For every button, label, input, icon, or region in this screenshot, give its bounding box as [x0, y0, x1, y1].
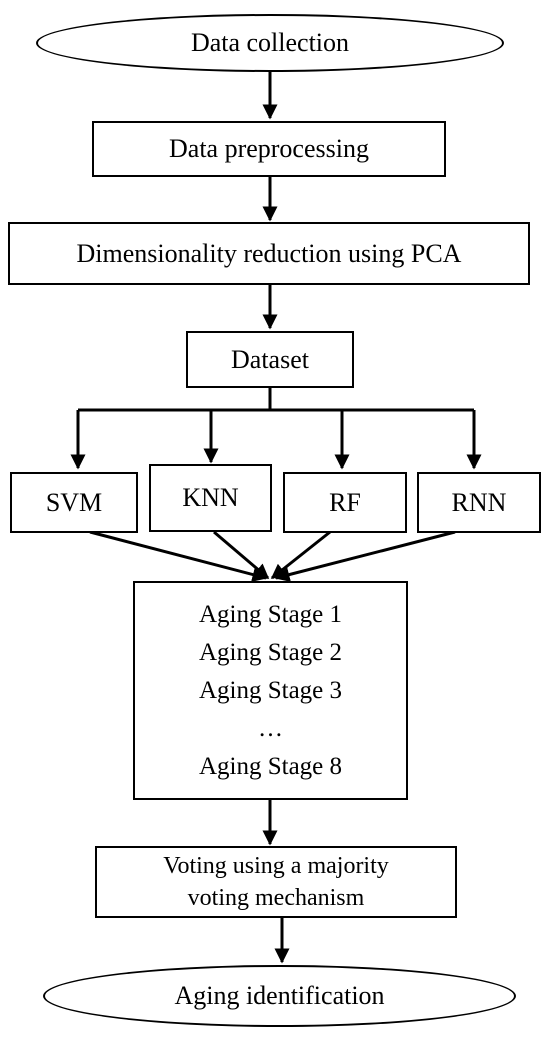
rf-node: RF	[283, 472, 407, 533]
voting-line-1: Voting using a majority	[163, 853, 389, 879]
aging-stage-ellipsis: …	[258, 714, 283, 742]
voting-node: Voting using a majority voting mechanism	[95, 846, 457, 918]
aging-stage-2: Aging Stage 2	[198, 638, 343, 666]
arrow-knn-to-stages	[213, 530, 270, 580]
arrow-svm-to-stages	[89, 530, 268, 582]
aging-stage-1: Aging Stage 1	[198, 600, 343, 628]
svm-node: SVM	[10, 472, 138, 533]
arrow-rnn-to-stages	[274, 530, 456, 582]
aging-stages-node: Aging Stage 1 Aging Stage 2 Aging Stage …	[133, 581, 408, 800]
aging-identification-node: Aging identification	[43, 965, 516, 1027]
rnn-node: RNN	[417, 472, 541, 533]
data-collection-node: Data collection	[36, 14, 504, 72]
dataset-node: Dataset	[186, 331, 354, 388]
pca-node: Dimensionality reduction using PCA	[8, 222, 530, 285]
aging-stage-8: Aging Stage 8	[198, 752, 343, 780]
voting-line-2: voting mechanism	[187, 885, 365, 911]
knn-node: KNN	[149, 464, 272, 532]
aging-stage-3: Aging Stage 3	[198, 676, 343, 704]
data-preprocessing-node: Data preprocessing	[92, 121, 446, 177]
